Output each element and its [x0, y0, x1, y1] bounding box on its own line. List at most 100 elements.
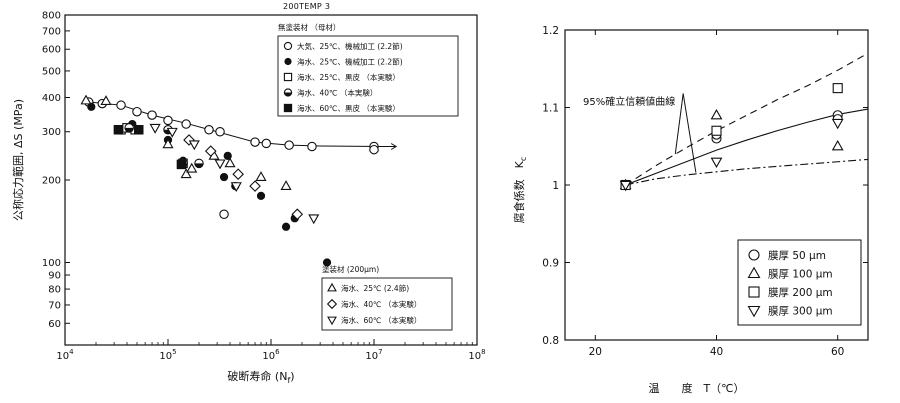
x-axis-title: 温 度 T（℃）: [648, 381, 744, 395]
y-tick-label: 300: [42, 127, 61, 138]
data-point-diamond-open: [204, 145, 217, 157]
legend-item: 膜厚 100 μm: [768, 269, 833, 281]
data-point-circle-filled: [87, 102, 96, 111]
annotation-arrow: [682, 93, 697, 173]
y-tick-label: 200: [42, 176, 61, 187]
x-tick-label: 40: [710, 346, 723, 358]
y-tick-label: 90: [48, 271, 61, 282]
data-point-triangle-down: [230, 182, 242, 193]
x-tick-label: 105: [159, 348, 176, 362]
data-point-triangle-up: [100, 95, 112, 106]
legend-top-item: 海水、25℃、機械加工 (2.2節): [297, 57, 403, 67]
legend-marker-square-filled: [283, 103, 293, 113]
y-tick-label: 100: [42, 258, 61, 269]
legend-marker-circle-half: [283, 88, 293, 97]
curve-dashed: [625, 52, 869, 186]
data-point-circle-open: [250, 137, 260, 147]
legend-box: [737, 239, 862, 326]
data-point-triangle-down: [619, 180, 632, 192]
x-tick-label: 20: [589, 346, 602, 358]
data-point-circle-open: [261, 138, 272, 149]
y-axis-title: 腐食係数 Kc: [512, 157, 528, 224]
data-point-circle-open: [204, 125, 214, 135]
runout-arrow-head: [390, 143, 398, 150]
data-point-triangle-down: [188, 140, 200, 151]
data-point-triangle-up: [186, 162, 198, 173]
data-point-triangle-down: [308, 214, 320, 225]
y-tick-label: 700: [42, 26, 61, 37]
x-tick-label: 60: [831, 346, 844, 358]
annotation-arrow: [674, 93, 684, 155]
y-tick-label: 600: [42, 45, 61, 56]
legend-marker-triangle-up: [327, 282, 337, 292]
y-axis-title: 公称応力範囲, ΔS (MPa): [11, 99, 25, 221]
legend-marker-square-open: [283, 72, 293, 82]
y-tick-label: 400: [42, 93, 61, 104]
x-axis-title: 破断寿命 (Nf): [227, 369, 294, 385]
y-tick-label: 0.9: [542, 258, 559, 270]
data-point-circle-open: [369, 144, 379, 155]
data-point-circle-open: [147, 110, 157, 120]
data-point-square-open: [711, 125, 722, 136]
legend-marker-circle-open: [283, 41, 293, 51]
y-tick-label: 80: [48, 285, 61, 296]
legend-top-item: 大気、25℃、機械加工 (2.2節): [297, 41, 403, 51]
data-point-circle-half: [194, 158, 204, 169]
curve-solid: [625, 108, 869, 186]
y-tick-label: 1: [552, 180, 559, 192]
y-tick-label: 70: [48, 300, 61, 311]
data-point-circle-open: [181, 119, 191, 129]
data-point-diamond-open: [291, 208, 304, 221]
data-point-circle-open: [163, 115, 173, 126]
page-code: 200TEMP 3: [283, 2, 331, 11]
data-point-square-open: [832, 83, 843, 94]
legend-marker-circle-filled: [284, 57, 292, 66]
legend-top-item: 海水、60℃、黒皮 （本実験）: [297, 103, 400, 113]
legend-item: 膜厚 200 μm: [768, 287, 833, 299]
data-point-triangle-down: [710, 157, 723, 169]
data-point-circle-filled: [322, 258, 332, 267]
data-point-triangle-up: [255, 171, 267, 181]
y-tick-label: 800: [42, 11, 61, 22]
data-point-triangle-up: [224, 157, 236, 168]
data-point-circle-filled: [219, 172, 229, 182]
y-tick-label: 500: [42, 66, 61, 77]
legend-bottom-item: 海水、25℃ (2.4節): [341, 283, 409, 293]
x-tick-label: 107: [365, 348, 382, 362]
data-point-triangle-up: [831, 139, 844, 151]
data-point-circle-open: [284, 140, 294, 150]
data-point-circle-open: [215, 126, 225, 137]
legend-top-item: 海水、25℃、黒皮 （本実験）: [297, 72, 400, 82]
legend-marker-triangle-down: [327, 316, 337, 326]
data-point-diamond-open: [232, 168, 244, 181]
confidence-annotation: 95%確立信頼値曲線: [583, 95, 675, 108]
data-point-circle-open: [219, 209, 229, 219]
data-point-triangle-down: [831, 118, 844, 130]
legend-bottom-box: [321, 277, 453, 331]
data-point-triangle-down: [214, 159, 226, 170]
legend-marker-triangle-down: [747, 305, 761, 318]
data-point-circle-half: [124, 123, 134, 133]
legend-top-item: 海水、40℃ （本実験）: [297, 88, 377, 98]
x-tick-label: 106: [262, 348, 280, 362]
legend-marker-diamond-open: [326, 298, 338, 310]
data-point-diamond-open: [249, 180, 261, 192]
data-point-triangle-down: [149, 123, 161, 134]
data-point-triangle-up: [80, 94, 92, 105]
data-point-circle-filled: [256, 191, 266, 201]
y-tick-label: 1.2: [542, 25, 559, 37]
data-point-square-filled: [113, 125, 124, 135]
data-point-circle-open: [116, 100, 126, 110]
data-point-square-filled: [176, 159, 187, 170]
data-point-circle-open: [307, 141, 317, 152]
legend-item: 膜厚 50 μm: [768, 250, 826, 262]
data-point-triangle-up: [280, 180, 292, 191]
legend-marker-square-open: [748, 286, 760, 298]
legend-marker-circle-open: [748, 249, 760, 261]
data-point-triangle-up: [162, 138, 174, 149]
legend-top-title: 無塗装材 （母材）: [278, 22, 340, 32]
x-tick-label: 108: [468, 348, 485, 362]
legend-top-box: [277, 35, 459, 117]
